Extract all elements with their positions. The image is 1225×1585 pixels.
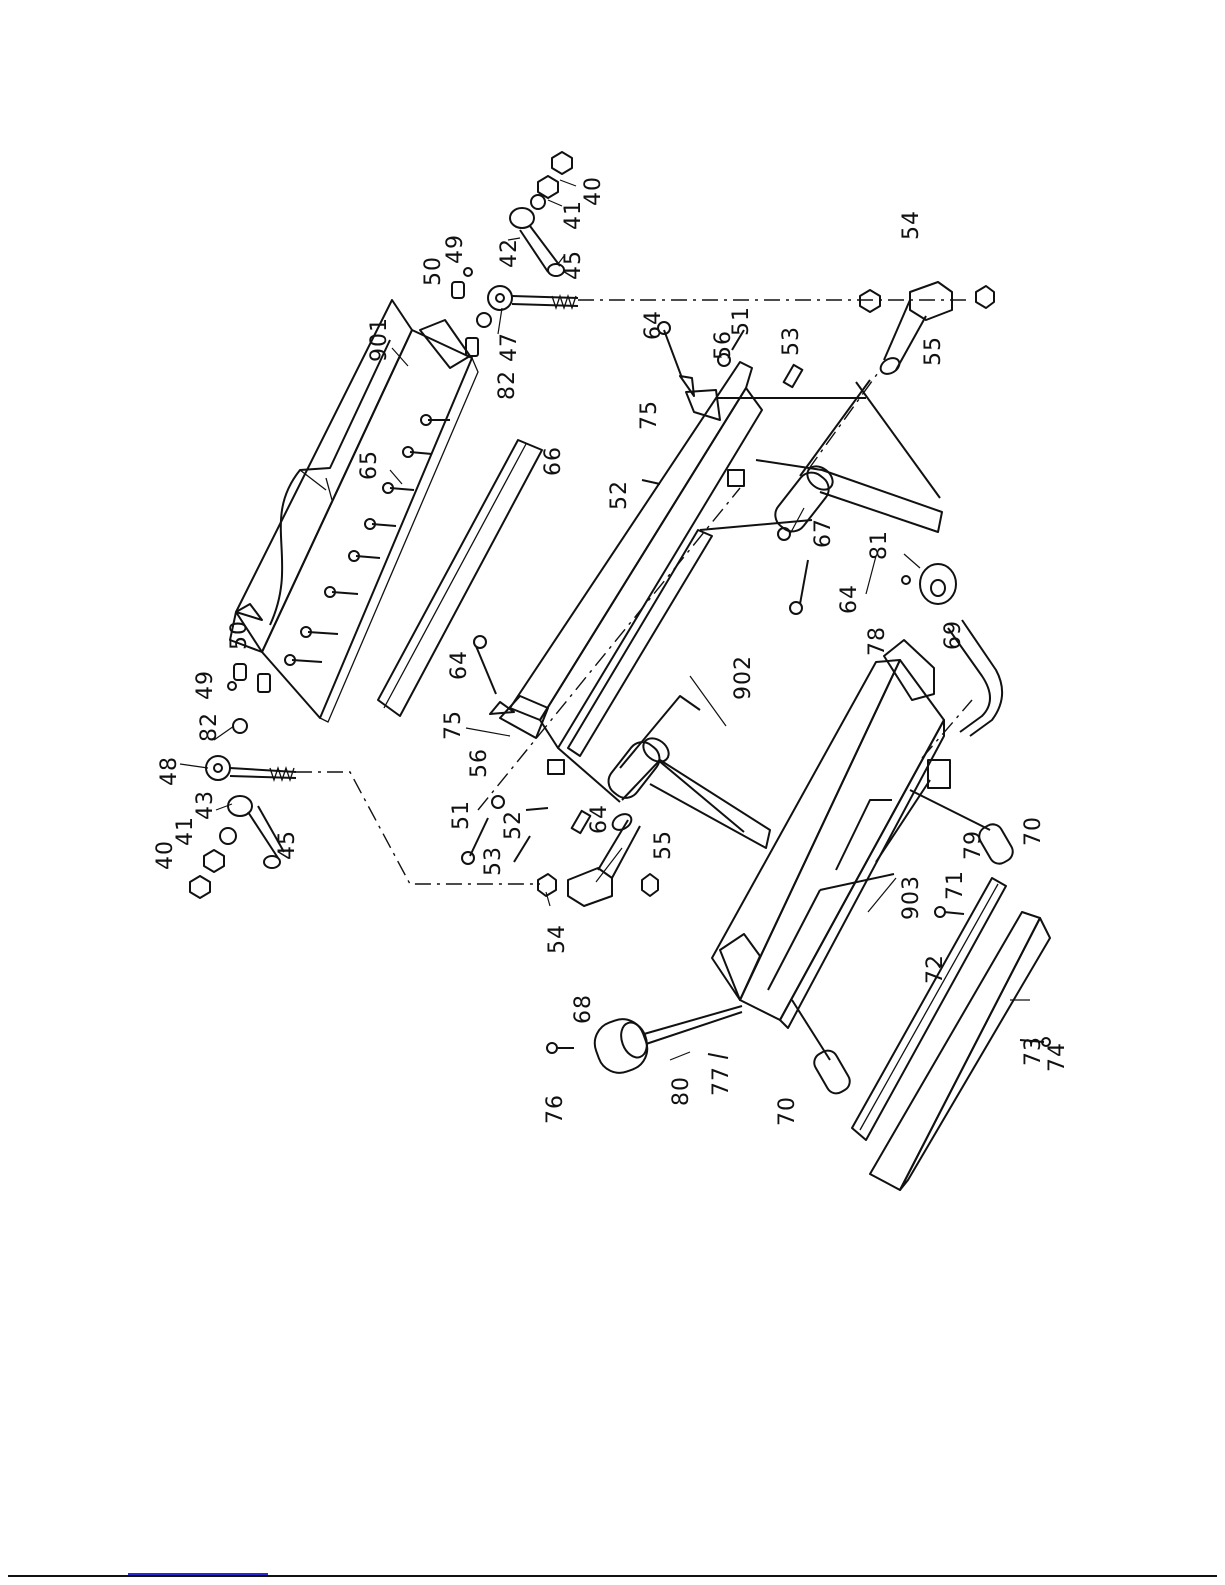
label-54a: 54 [899,210,924,240]
label-47: 47 [497,332,522,362]
label-64c: 64 [447,650,472,680]
label-70b: 70 [775,1096,800,1126]
roller-left [603,734,673,804]
label-53b: 53 [481,846,506,876]
footer-rule [8,1575,1217,1577]
fasteners-right [642,322,808,614]
label-45a: 45 [561,250,586,280]
label-75a: 75 [637,400,662,430]
frame-bed-902 [510,362,942,848]
footer-link-underline[interactable] [128,1573,268,1575]
label-77: 77 [709,1066,734,1096]
label-901: 901 [367,317,392,362]
label-72: 72 [923,954,948,984]
bracket-75-left [490,696,564,774]
label-55b: 55 [651,830,676,860]
label-51b: 51 [449,800,474,830]
label-64d: 64 [587,804,612,834]
eye-bolt-47 [488,286,578,310]
eye-bolt-48 [206,756,296,780]
label-40b: 40 [153,840,178,870]
label-71: 71 [943,870,968,900]
label-73: 73 [1021,1036,1046,1066]
label-64a: 64 [641,310,666,340]
label-49b: 49 [193,670,218,700]
label-64b: 64 [837,584,862,614]
upper-blade-assembly-901 [230,300,478,722]
leader-lines [180,180,1030,1060]
bracket-75-right [680,376,744,486]
label-76: 76 [543,1094,568,1124]
label-66: 66 [541,446,566,476]
label-48: 48 [157,756,182,786]
label-49a: 49 [443,234,468,264]
label-52a: 52 [607,480,632,510]
label-74: 74 [1045,1042,1070,1072]
label-42: 42 [497,238,522,268]
label-78: 78 [865,626,890,656]
label-52b: 52 [501,810,526,840]
label-65: 65 [357,450,382,480]
screws-71-74 [708,907,1050,1058]
label-82a: 82 [495,370,520,400]
label-81: 81 [867,530,892,560]
label-902: 902 [731,655,756,700]
label-55a: 55 [921,336,946,366]
label-53a: 53 [779,326,804,356]
label-41a: 41 [561,200,586,230]
label-67: 67 [811,518,836,548]
label-70a: 70 [1021,816,1046,846]
label-56a: 56 [711,330,736,360]
label-50a: 50 [421,256,446,286]
label-903: 903 [899,875,924,920]
label-79: 79 [961,830,986,860]
label-69: 69 [941,620,966,650]
label-45b: 45 [275,830,300,860]
label-75b: 75 [441,710,466,740]
label-43: 43 [193,790,218,820]
label-50b: 50 [227,620,252,650]
label-54b: 54 [545,924,570,954]
label-80: 80 [669,1076,694,1106]
label-68: 68 [571,994,596,1024]
strip-72 [852,878,1006,1140]
label-56b: 56 [467,748,492,778]
handle-70-left [792,1000,853,1097]
